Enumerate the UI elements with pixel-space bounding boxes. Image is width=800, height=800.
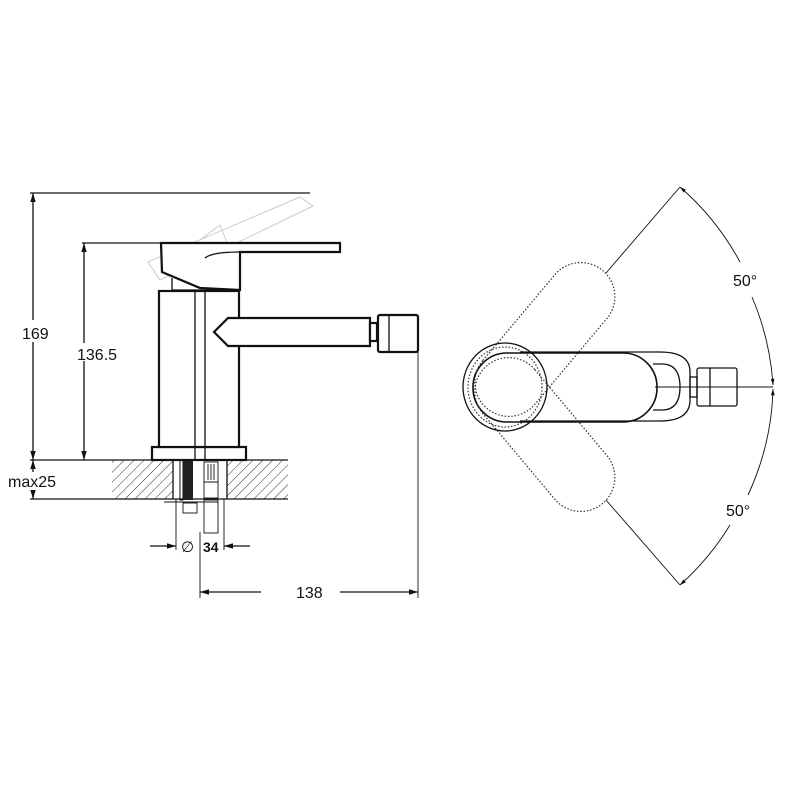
dimension-spout-height: 136.5 xyxy=(30,242,161,461)
lever-rotated-up xyxy=(474,262,616,418)
spout-height-label: 136.5 xyxy=(77,347,117,364)
upper-angle-label: 50° xyxy=(733,273,757,290)
faucet-base xyxy=(150,445,248,462)
diameter-symbol: ∅ xyxy=(181,539,194,556)
countertop-section xyxy=(112,459,288,500)
top-view: 50° 50° xyxy=(462,186,775,586)
lower-angle-label: 50° xyxy=(726,503,750,520)
total-height-label: 169 xyxy=(22,326,49,343)
raised-handle-ghost xyxy=(147,196,314,281)
spout-reach-label: 138 xyxy=(296,585,323,602)
hole-diameter-label: 34 xyxy=(203,539,219,555)
mounting-hardware xyxy=(164,459,219,534)
faucet-body xyxy=(157,289,241,460)
faucet-handle xyxy=(159,241,342,292)
spout-body-top xyxy=(520,351,691,422)
deck-thickness-label: max25 xyxy=(8,474,56,491)
lever-rotated-down xyxy=(474,356,616,512)
faucet-spout xyxy=(212,313,420,354)
lever-center-position xyxy=(472,352,658,423)
side-view: 169 136.5 max25 ∅ 34 xyxy=(6,192,420,602)
pivot-ring xyxy=(462,342,548,432)
rotation-angle-dimension: 50° 50° xyxy=(679,186,775,586)
dimension-hole-diameter: ∅ 34 xyxy=(150,499,250,556)
dimension-spout-reach: 138 xyxy=(199,352,419,602)
dimension-deck-thickness: max25 xyxy=(6,460,112,500)
dimension-total-height: 169 xyxy=(22,192,310,460)
